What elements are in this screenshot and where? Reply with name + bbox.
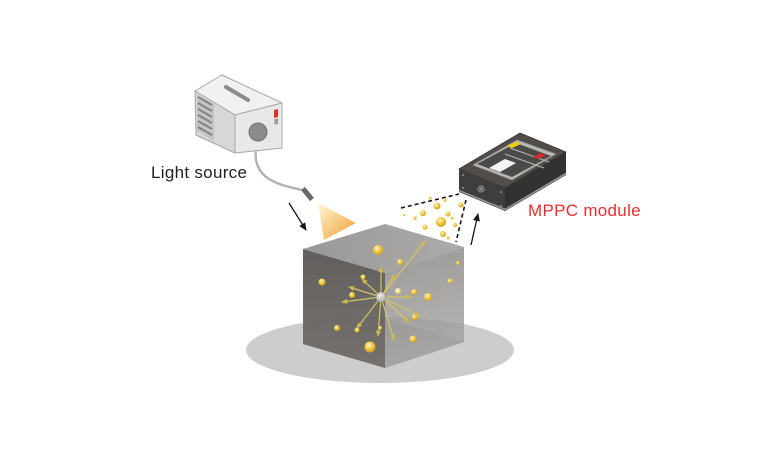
scattered-photon bbox=[436, 217, 446, 227]
particle bbox=[447, 278, 453, 284]
scattered-photon bbox=[428, 196, 432, 200]
incident-arrow bbox=[288, 202, 307, 231]
scattered-photon bbox=[420, 210, 426, 216]
mppc-screws bbox=[461, 173, 503, 208]
mppc-aperture-center bbox=[480, 188, 482, 190]
cube-right-face bbox=[385, 247, 464, 368]
scattered-photon bbox=[446, 236, 450, 240]
scattered-photon bbox=[440, 231, 446, 237]
particle bbox=[411, 289, 417, 295]
top-slot bbox=[224, 85, 250, 102]
particle bbox=[334, 325, 340, 331]
mppc-base-trim bbox=[458, 172, 567, 211]
cube-top-face bbox=[303, 224, 464, 273]
scattered-photon bbox=[422, 224, 428, 230]
particle bbox=[456, 261, 460, 265]
mppc-module-label: MPPC module bbox=[528, 201, 641, 220]
mppc-window bbox=[489, 159, 516, 172]
vent-grille-icon bbox=[197, 96, 213, 136]
scattered-photon bbox=[458, 202, 464, 208]
scattered-photon bbox=[450, 216, 454, 220]
led-indicator bbox=[274, 109, 278, 118]
particle bbox=[364, 341, 376, 353]
scattered-photon bbox=[402, 213, 406, 217]
scattered-photons bbox=[402, 196, 464, 240]
fiber-port bbox=[248, 122, 268, 142]
mppc-right-face bbox=[505, 152, 566, 211]
detection-cone bbox=[400, 193, 467, 243]
particle bbox=[349, 292, 355, 298]
light-beam bbox=[318, 203, 356, 240]
light-source-label: Light source bbox=[151, 163, 248, 182]
optical-fiber-cable bbox=[254, 140, 303, 192]
scattered-photon bbox=[413, 216, 417, 220]
mppc-panel-tracks bbox=[504, 147, 550, 169]
mppc-module-device bbox=[458, 132, 567, 211]
particle bbox=[354, 327, 360, 333]
particle bbox=[318, 278, 326, 286]
exit-arrow bbox=[470, 213, 480, 246]
particle bbox=[424, 293, 432, 301]
particle bbox=[395, 288, 401, 294]
scattered-photon bbox=[453, 223, 457, 227]
particle bbox=[373, 245, 383, 255]
scatter-center bbox=[375, 291, 387, 303]
particle bbox=[360, 274, 366, 280]
cube-particles bbox=[318, 245, 460, 353]
particle bbox=[397, 259, 403, 265]
yellow-sticker bbox=[507, 142, 521, 148]
scattered-photon bbox=[443, 198, 447, 202]
light-source-device bbox=[194, 74, 283, 154]
particle bbox=[409, 335, 417, 343]
led-base bbox=[274, 118, 278, 125]
red-sticker bbox=[533, 153, 546, 159]
fiber-tip bbox=[301, 186, 314, 202]
scattered-photon bbox=[445, 211, 451, 217]
scattered-photon bbox=[433, 202, 441, 210]
